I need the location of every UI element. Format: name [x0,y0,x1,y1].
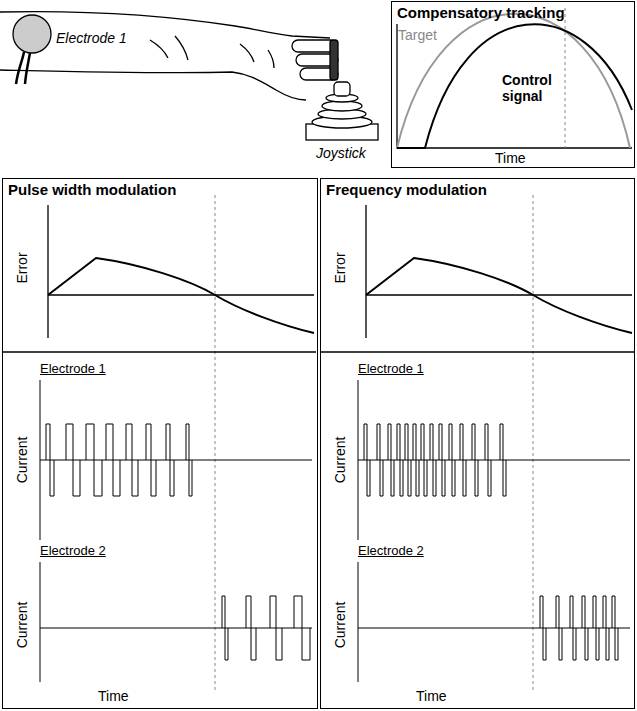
channel-label: Electrode 2 [358,544,424,559]
arm-drawing [0,12,338,100]
panel-title: Pulse width modulation [8,181,176,198]
error-curve [366,258,632,333]
panel-box: Frequency modulation [320,178,635,709]
axis-line [366,205,632,338]
axis-line [358,562,630,682]
panel-box: Pulse width modulation [2,178,318,709]
divider-line [2,351,316,352]
panel-title: Compensatory tracking [397,4,565,21]
axis-label: Time [98,688,129,704]
target-label: Target [398,27,437,43]
panel-title: Frequency modulation [326,181,487,198]
axis-line [40,380,312,540]
error-curve [48,258,314,333]
axis-label: Current [14,602,30,649]
electrode-label: Electrode 1 [56,30,127,46]
axis-label: Error [14,252,30,283]
time-marker [533,195,534,690]
axis-line [397,24,632,148]
joystick-symbol [306,82,378,140]
time-marker [565,8,566,148]
channel-label: Electrode 2 [40,544,106,559]
channel-label: Electrode 1 [40,362,106,377]
control-curve [397,24,632,148]
axis-label: Current [14,437,30,484]
target-curve [397,14,630,148]
pulse-train [46,424,192,496]
plot-lines [2,8,634,690]
axis-label: Current [332,602,348,649]
electrode-disc [13,15,51,53]
joystick-label: Joystick [316,145,366,161]
axis-label: Time [495,150,526,166]
axis-label: Error [332,252,348,283]
electrode-wire [16,52,30,84]
channel-label: Electrode 1 [358,362,424,377]
control-label: Control signal [502,72,564,104]
pulse-train [540,596,618,660]
axis-label: Time [416,688,447,704]
axis-label: Current [332,437,348,484]
axis-line [40,562,312,682]
pulse-train [222,596,310,660]
pulse-train [364,424,506,496]
time-marker [215,195,216,690]
axis-line [48,205,314,338]
axis-line [358,380,630,540]
divider-line [320,351,634,352]
